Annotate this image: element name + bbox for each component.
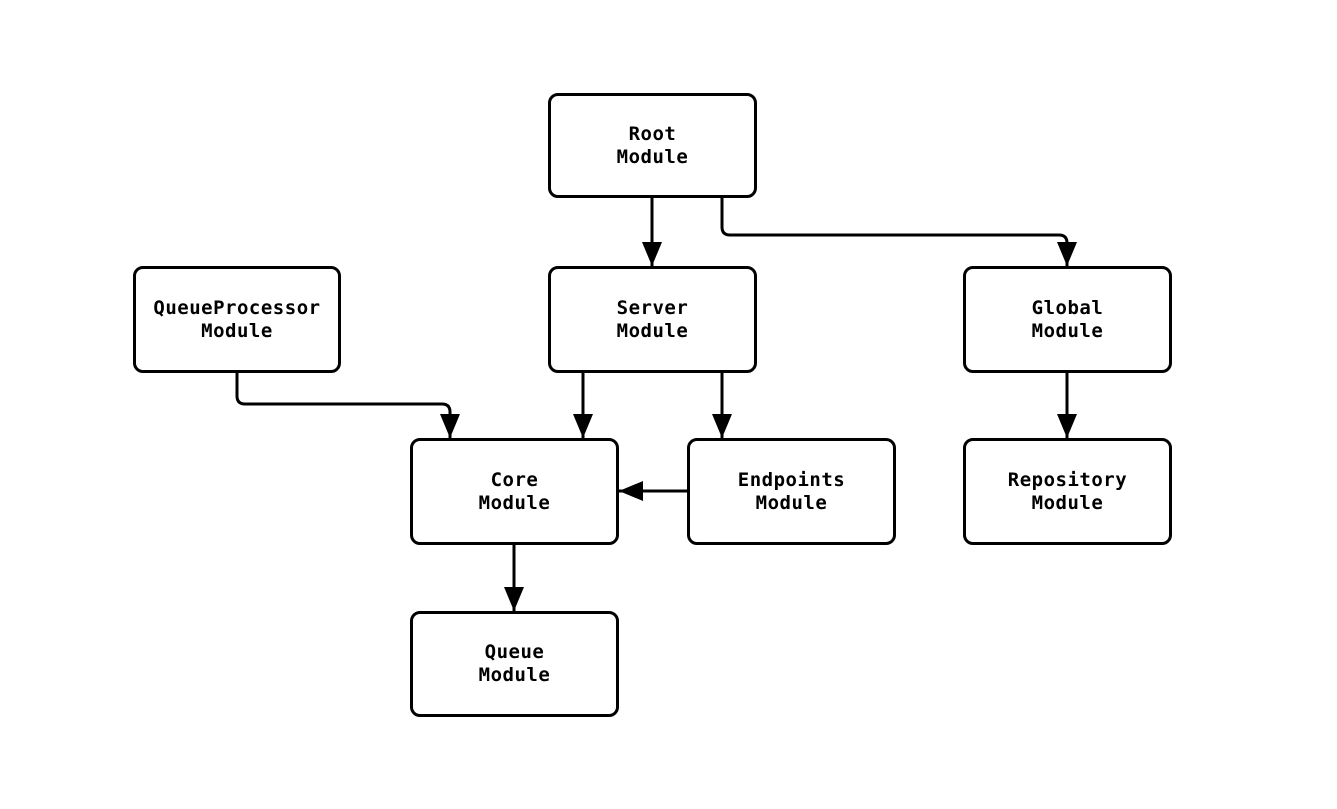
node-global-module: Global Module [963, 266, 1172, 373]
node-root-module: Root Module [548, 93, 757, 198]
node-server-module: Server Module [548, 266, 757, 373]
node-repository-module: Repository Module [963, 438, 1172, 545]
node-queue-module: Queue Module [410, 611, 619, 717]
edge-queueprocessor-to-core [235, 373, 460, 438]
node-core-module: Core Module [410, 438, 619, 545]
edge-root-to-global [720, 198, 1077, 266]
node-endpoints-module: Endpoints Module [687, 438, 896, 545]
node-queueprocessor-module: QueueProcessor Module [133, 266, 341, 373]
